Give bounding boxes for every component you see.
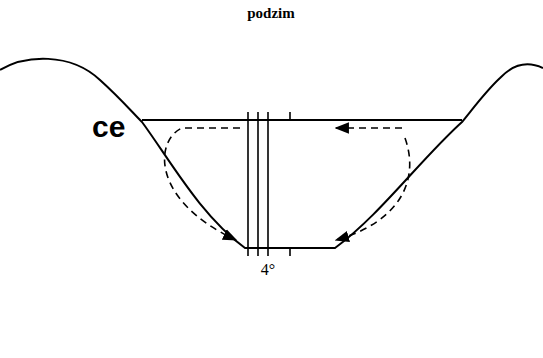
basin-outline bbox=[0, 59, 543, 248]
diagram-title: podzim bbox=[247, 6, 295, 21]
water-surface bbox=[142, 119, 462, 121]
temperature-label: 4° bbox=[261, 262, 275, 278]
cropped-word: ce bbox=[92, 112, 125, 142]
circulation-arrows bbox=[165, 128, 410, 240]
measuring-column bbox=[248, 112, 290, 256]
